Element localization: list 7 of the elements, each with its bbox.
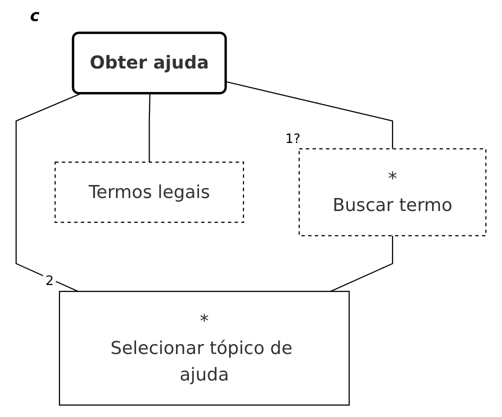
connector (148, 94, 150, 162)
connector (16, 93, 81, 292)
node-box: Termos legais (54, 162, 244, 223)
diagram-letter: c (30, 6, 40, 25)
node-box: * Buscar termo (298, 148, 486, 236)
node-box: * Selecionar tópico de ajuda (58, 290, 350, 406)
connector (330, 236, 394, 292)
